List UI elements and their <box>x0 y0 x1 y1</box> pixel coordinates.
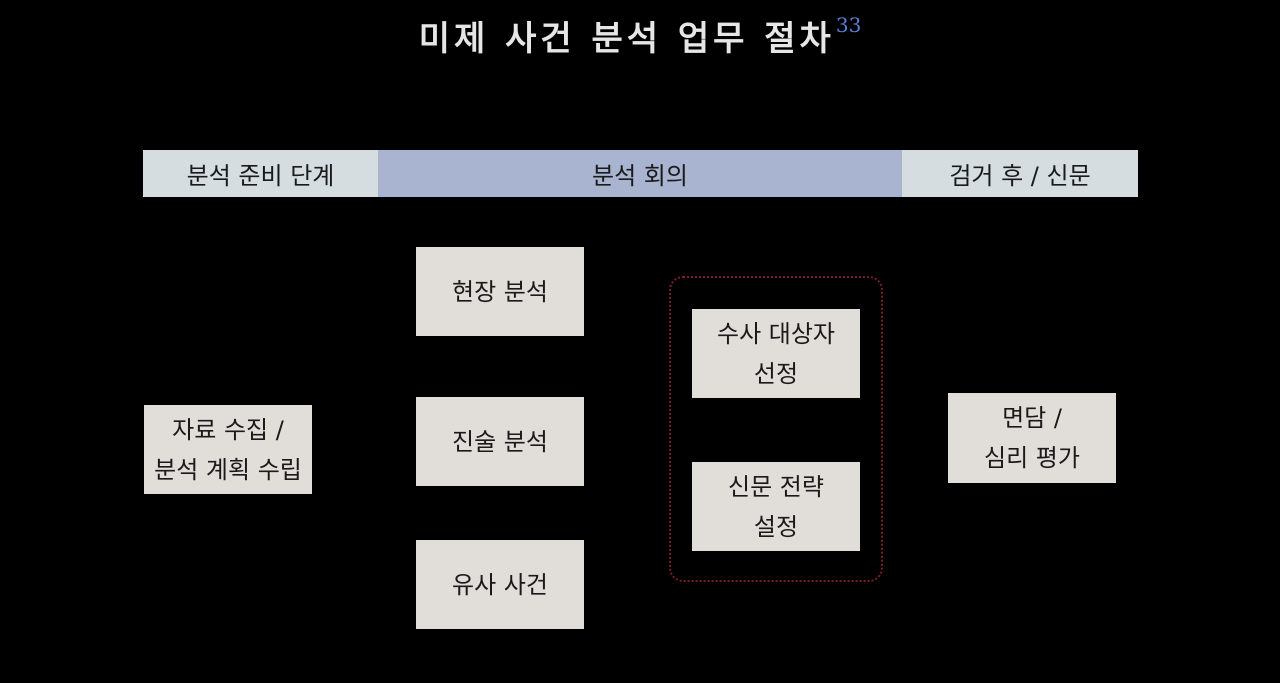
page-title: 미제 사건 분석 업무 절차33 <box>0 0 1280 64</box>
step-select-target-line1: 수사 대상자 <box>716 319 836 348</box>
step-select-target-line2: 선정 <box>753 359 799 388</box>
strategy-group-frame <box>669 276 883 582</box>
title-footnote: 33 <box>835 13 862 37</box>
phase-after: 검거 후 / 신문 <box>902 150 1138 197</box>
step-statement-analysis: 진술 분석 <box>416 397 584 486</box>
step-interrogation-strategy-line2: 설정 <box>753 512 799 541</box>
step-similar-cases: 유사 사건 <box>416 540 584 629</box>
step-collect: 자료 수집 / 분석 계획 수립 <box>144 405 312 494</box>
phase-prep: 분석 준비 단계 <box>143 150 378 197</box>
step-collect-line1: 자료 수집 / <box>172 415 284 444</box>
step-interview-line1: 면담 / <box>1002 404 1062 432</box>
step-interview: 면담 / 심리 평가 <box>948 393 1116 483</box>
step-site-analysis: 현장 분석 <box>416 247 584 336</box>
step-interrogation-strategy-line1: 신문 전략 <box>728 472 824 501</box>
step-interrogation-strategy: 신문 전략 설정 <box>692 462 860 551</box>
step-collect-line2: 분석 계획 수립 <box>154 455 302 484</box>
phase-meeting: 분석 회의 <box>378 150 902 197</box>
step-interview-line2: 심리 평가 <box>984 444 1080 472</box>
step-select-target: 수사 대상자 선정 <box>692 309 860 398</box>
title-text: 미제 사건 분석 업무 절차 <box>418 19 835 59</box>
